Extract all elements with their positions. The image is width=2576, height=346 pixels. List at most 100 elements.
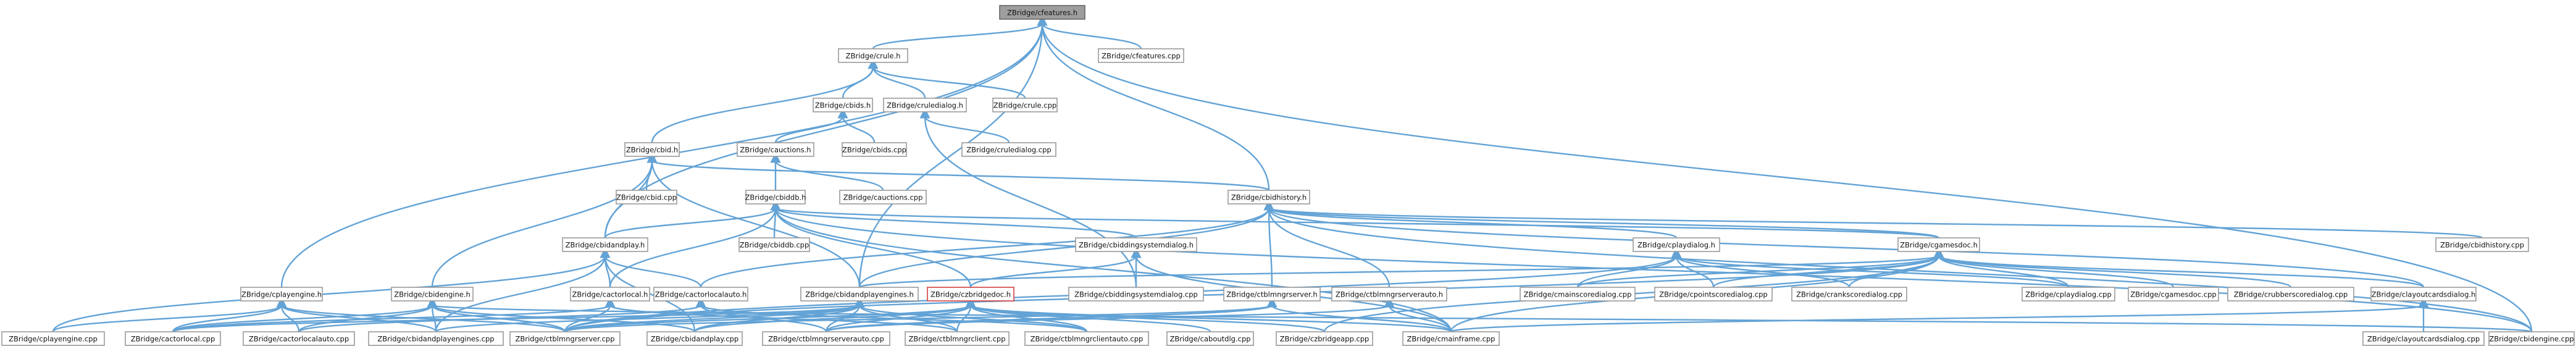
node-box[interactable] (2227, 287, 2354, 302)
node-box[interactable] (738, 237, 810, 252)
node-clayoutcardsdialog-cpp[interactable]: ZBridge/clayoutcardsdialog.cpp (2362, 331, 2485, 346)
node-box[interactable] (570, 287, 650, 302)
node-box[interactable] (737, 142, 814, 157)
node-cbidhistory-h[interactable]: ZBridge/cbidhistory.h (1227, 190, 1310, 205)
node-features-h[interactable]: ZBridge/cfeatures.h (999, 5, 1085, 20)
node-box[interactable] (999, 5, 1085, 20)
node-box[interactable] (1402, 331, 1500, 346)
node-box[interactable] (1166, 331, 1254, 346)
node-crule-cpp[interactable]: ZBridge/crule.cpp (992, 98, 1058, 112)
node-cplaydialog-h[interactable]: ZBridge/cplaydialog.h (1633, 237, 1720, 252)
node-box[interactable] (839, 190, 927, 205)
node-box[interactable] (1098, 48, 1184, 63)
node-box[interactable] (509, 331, 621, 346)
node-crankscoredialog-cpp[interactable]: ZBridge/crankscoredialog.cpp (1791, 287, 1907, 302)
node-cbidhistory-cpp[interactable]: ZBridge/cbidhistory.cpp (2435, 237, 2529, 252)
node-box[interactable] (883, 98, 967, 112)
node-box[interactable] (1791, 287, 1907, 302)
node-box[interactable] (1, 331, 105, 346)
node-box[interactable] (1068, 287, 1204, 302)
node-box[interactable] (243, 331, 355, 346)
node-box[interactable] (992, 98, 1058, 112)
node-box[interactable] (1633, 237, 1720, 252)
node-cruledialog-h[interactable]: ZBridge/cruledialog.h (883, 98, 967, 112)
node-box[interactable] (1897, 237, 1980, 252)
node-cbids-h[interactable]: ZBridge/cbids.h (813, 98, 873, 112)
node-cmainscoredialog-cpp[interactable]: ZBridge/cmainscoredialog.cpp (1520, 287, 1636, 302)
node-cbid-h[interactable]: ZBridge/cbid.h (624, 142, 680, 157)
node-box[interactable] (616, 190, 677, 205)
node-box[interactable] (125, 331, 221, 346)
node-clayoutcardsdialog-h[interactable]: ZBridge/clayoutcardsdialog.h (2370, 287, 2477, 302)
node-cbiddb-cpp[interactable]: ZBridge/cbiddb.cpp (738, 237, 810, 252)
node-cbiddb-h[interactable]: ZBridge/cbiddb.h (745, 190, 806, 205)
node-box[interactable] (927, 287, 1014, 302)
node-cbid-cpp[interactable]: ZBridge/cbid.cpp (616, 190, 677, 205)
node-cmainframe-cpp[interactable]: ZBridge/cmainframe.cpp (1402, 331, 1500, 346)
node-box[interactable] (1223, 287, 1321, 302)
node-box[interactable] (961, 142, 1056, 157)
node-cactorlocal-h[interactable]: ZBridge/cactorlocal.h (570, 287, 650, 302)
node-cbidandplay-cpp[interactable]: ZBridge/cbidandplay.cpp (646, 331, 743, 346)
node-caboutdlg-cpp[interactable]: ZBridge/caboutdlg.cpp (1166, 331, 1254, 346)
node-cbidengine-h[interactable]: ZBridge/cbidengine.h (391, 287, 474, 302)
node-cfeatures-cpp[interactable]: ZBridge/cfeatures.cpp (1098, 48, 1184, 63)
node-cbidandplayengines-h[interactable]: ZBridge/cbidandplayengines.h (800, 287, 919, 302)
node-box[interactable] (2128, 287, 2219, 302)
node-box[interactable] (905, 331, 1010, 346)
node-ctblmngrclientauto-cpp[interactable]: ZBridge/ctblmngrclientauto.cpp (1024, 331, 1149, 346)
node-box[interactable] (2362, 331, 2485, 346)
node-cbidandplay-h[interactable]: ZBridge/cbidandplay.h (562, 237, 648, 252)
node-box[interactable] (562, 237, 648, 252)
node-czbridgeapp-cpp[interactable]: ZBridge/czbridgeapp.cpp (1276, 331, 1373, 346)
node-ctblmngrserver-cpp[interactable]: ZBridge/ctblmngrserver.cpp (509, 331, 621, 346)
node-box[interactable] (240, 287, 323, 302)
node-box[interactable] (2370, 287, 2477, 302)
node-box[interactable] (391, 287, 474, 302)
node-box[interactable] (1654, 287, 1773, 302)
node-box[interactable] (646, 331, 743, 346)
node-box[interactable] (2022, 287, 2115, 302)
node-box[interactable] (1331, 287, 1447, 302)
node-cgamesdoc-h[interactable]: ZBridge/cgamesdoc.h (1897, 237, 1980, 252)
node-box[interactable] (1227, 190, 1310, 205)
node-czbridgedoc-h[interactable]: ZBridge/czbridgedoc.h (927, 287, 1014, 302)
node-cbids-cpp[interactable]: ZBridge/cbids.cpp (842, 142, 907, 157)
node-ctblmngrserverauto-h[interactable]: ZBridge/ctblmngrserverauto.h (1331, 287, 1447, 302)
node-cplayengine-h[interactable]: ZBridge/cplayengine.h (240, 287, 323, 302)
node-cbiddingsystemdialog-h[interactable]: ZBridge/cbiddingsystemdialog.h (1075, 237, 1197, 252)
node-ctblmngrserverauto-cpp[interactable]: ZBridge/ctblmngrserverauto.cpp (762, 331, 890, 346)
node-box[interactable] (813, 98, 873, 112)
node-box[interactable] (1276, 331, 1373, 346)
node-cauctions-h[interactable]: ZBridge/cauctions.h (737, 142, 814, 157)
node-cgamesdoc-cpp[interactable]: ZBridge/cgamesdoc.cpp (2128, 287, 2219, 302)
node-cauctions-cpp[interactable]: ZBridge/cauctions.cpp (839, 190, 927, 205)
node-box[interactable] (745, 190, 806, 205)
node-cactorlocal-cpp[interactable]: ZBridge/cactorlocal.cpp (125, 331, 221, 346)
node-crule-h[interactable]: ZBridge/crule.h (838, 48, 908, 63)
node-cplayengine-cpp[interactable]: ZBridge/cplayengine.cpp (1, 331, 105, 346)
node-box[interactable] (762, 331, 890, 346)
node-box[interactable] (1520, 287, 1636, 302)
node-cpointscoredialog-cpp[interactable]: ZBridge/cpointscoredialog.cpp (1654, 287, 1773, 302)
node-box[interactable] (368, 331, 504, 346)
node-cbiddingsystemdialog-cpp[interactable]: ZBridge/cbiddingsystemdialog.cpp (1068, 287, 1204, 302)
node-box[interactable] (800, 287, 919, 302)
node-cactorlocalauto-cpp[interactable]: ZBridge/cactorlocalauto.cpp (243, 331, 355, 346)
node-box[interactable] (2435, 237, 2529, 252)
node-cbidengine-cpp[interactable]: ZBridge/cbidengine.cpp (2488, 331, 2575, 346)
node-ctblmngrserver-h[interactable]: ZBridge/ctblmngrserver.h (1223, 287, 1321, 302)
node-cplaydialog-cpp[interactable]: ZBridge/cplaydialog.cpp (2022, 287, 2115, 302)
node-box[interactable] (838, 48, 908, 63)
node-cactorlocalauto-h[interactable]: ZBridge/cactorlocalauto.h (653, 287, 748, 302)
node-ctblmngrclient-cpp[interactable]: ZBridge/ctblmngrclient.cpp (905, 331, 1010, 346)
node-box[interactable] (1024, 331, 1149, 346)
node-box[interactable] (842, 142, 907, 157)
node-box[interactable] (653, 287, 748, 302)
node-cbidandplayengines-cpp[interactable]: ZBridge/cbidandplayengines.cpp (368, 331, 504, 346)
node-box[interactable] (1075, 237, 1197, 252)
node-cruledialog-cpp[interactable]: ZBridge/cruledialog.cpp (961, 142, 1056, 157)
node-box[interactable] (2488, 331, 2575, 346)
node-box[interactable] (624, 142, 680, 157)
node-crubberscoredialog-cpp[interactable]: ZBridge/crubberscoredialog.cpp (2227, 287, 2354, 302)
